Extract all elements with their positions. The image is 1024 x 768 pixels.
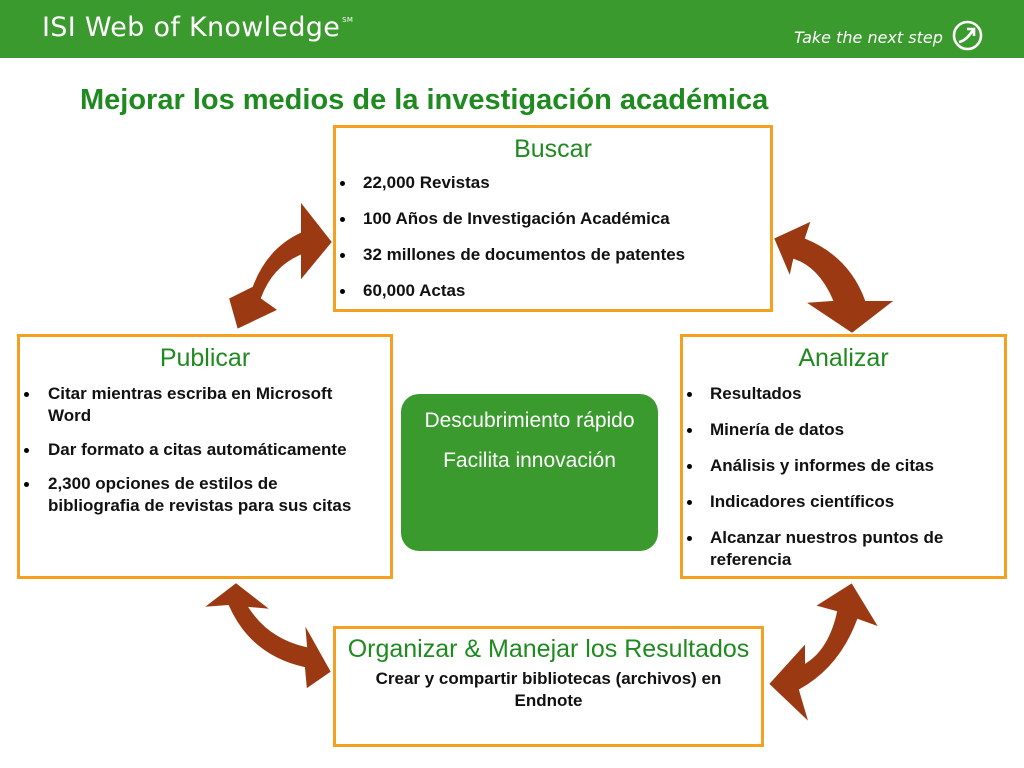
publicar-list: Citar mientras escriba en Microsoft Word… [20, 383, 390, 517]
list-item: 2,300 opciones de estilos de bibliografi… [20, 473, 370, 517]
brand-name: ISI Web of Knowledge [42, 12, 341, 43]
analizar-list: Resultados Minería de datos Análisis y i… [683, 383, 1004, 571]
list-item: 22,000 Revistas [336, 172, 770, 194]
list-item: 32 millones de documentos de patentes [336, 244, 770, 266]
tagline: Take the next step [794, 28, 943, 47]
list-item: 60,000 Actas [336, 280, 770, 302]
arrow-circle-icon [952, 20, 983, 51]
center-box: Descubrimiento rápido Facilita innovació… [401, 394, 658, 551]
cycle-arrow-analizar-organizar [766, 580, 883, 728]
cycle-arrow-buscar-analizar [771, 218, 899, 336]
publicar-heading: Publicar [159, 344, 251, 372]
buscar-list: 22,000 Revistas 100 Años de Investigació… [336, 172, 770, 302]
list-item: Alcanzar nuestros puntos de referencia [683, 527, 994, 571]
list-item: Citar mientras escriba en Microsoft Word [20, 383, 370, 427]
organizar-subtitle: Crear y compartir bibliotecas (archivos)… [375, 669, 722, 710]
list-item: 100 Años de Investigación Académica [336, 208, 770, 230]
cycle-arrow-organizar-publicar [198, 580, 334, 692]
list-item: Resultados [683, 383, 994, 405]
list-item: Dar formato a citas automáticamente [20, 439, 370, 461]
publicar-box: Publicar Citar mientras escriba en Micro… [17, 334, 393, 579]
list-item: Minería de datos [683, 419, 994, 441]
list-item: Indicadores científicos [683, 491, 994, 513]
service-mark: SM [342, 16, 354, 24]
page-title: Mejorar los medios de la investigación a… [80, 84, 769, 116]
center-line-discovery: Descubrimiento rápido [424, 409, 635, 432]
organizar-heading: Organizar & Manejar los Resultados [347, 635, 750, 663]
analizar-heading: Analizar [798, 344, 889, 372]
organizar-box: Organizar & Manejar los Resultados Crear… [333, 626, 764, 747]
center-line-innovation: Facilita innovación [443, 449, 616, 472]
analizar-box: Analizar Resultados Minería de datos Aná… [680, 334, 1007, 579]
list-item: Análisis y informes de citas [683, 455, 994, 477]
buscar-heading: Buscar [514, 135, 592, 163]
buscar-box: Buscar 22,000 Revistas 100 Años de Inves… [333, 125, 773, 312]
cycle-arrow-publicar-buscar [226, 197, 335, 332]
